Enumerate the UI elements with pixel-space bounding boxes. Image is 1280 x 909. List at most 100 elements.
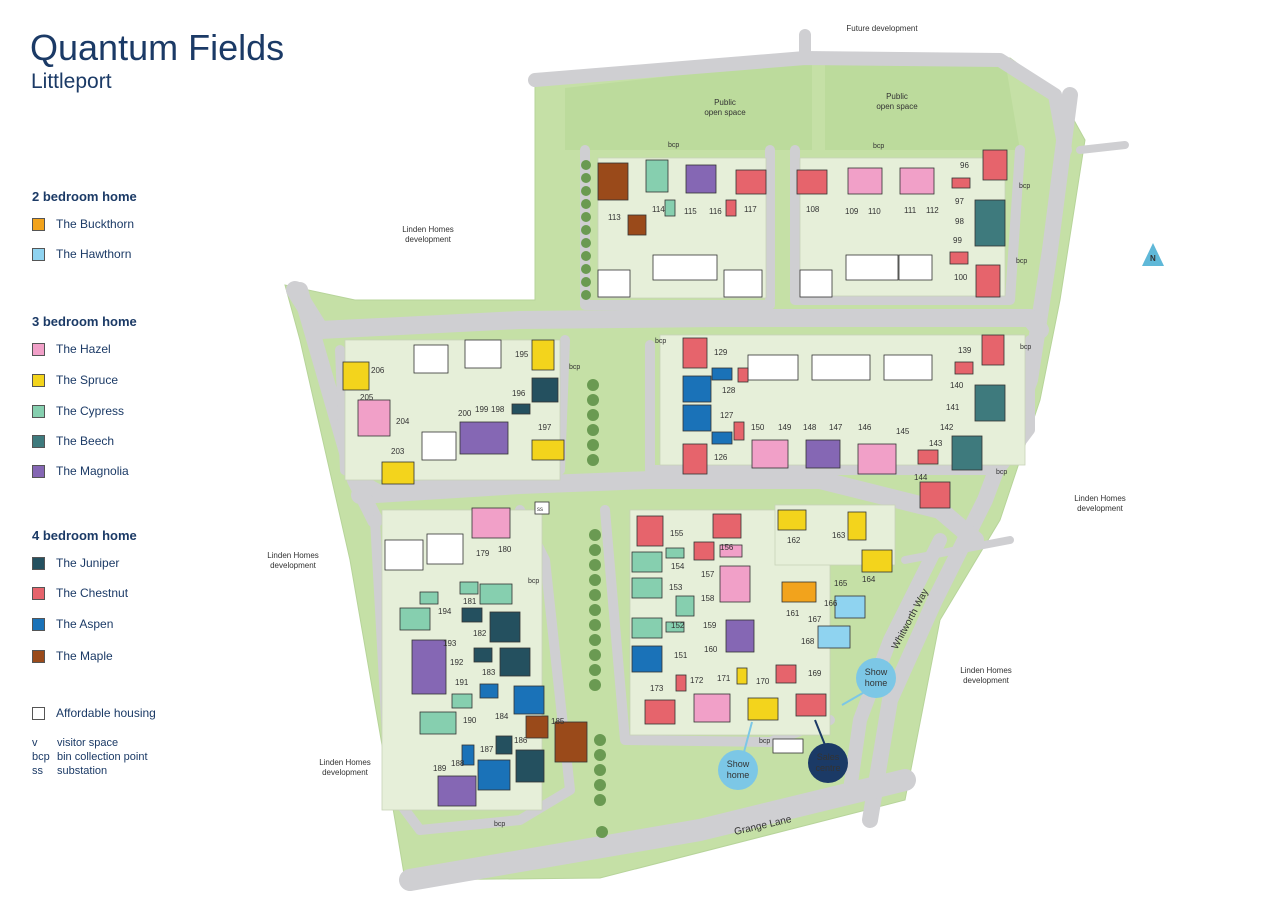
legend-label: The Hazel bbox=[56, 342, 111, 356]
callout-show-home-2[interactable]: Show home bbox=[718, 721, 758, 790]
public-open-space-b bbox=[825, 60, 1020, 150]
plot-150 bbox=[751, 439, 789, 469]
plot-114b bbox=[664, 199, 676, 217]
sales-parking bbox=[772, 738, 804, 754]
plot-203 bbox=[381, 461, 415, 485]
plot-192 bbox=[411, 639, 447, 695]
plot-171 bbox=[693, 693, 731, 723]
svg-text:192: 192 bbox=[450, 658, 464, 667]
hawthorn-swatch bbox=[32, 247, 45, 261]
svg-text:115: 115 bbox=[684, 207, 697, 216]
plot-206 bbox=[342, 361, 370, 391]
legend-heading-2-bed: 2 bedroom home bbox=[32, 189, 137, 204]
svg-text:170: 170 bbox=[756, 677, 770, 686]
plot-127b bbox=[711, 431, 733, 445]
legend-label: The Spruce bbox=[56, 373, 119, 387]
svg-text:204: 204 bbox=[396, 417, 410, 426]
plot-111 bbox=[899, 167, 935, 195]
svg-text:196: 196 bbox=[512, 389, 526, 398]
legend-item-aspen: The Aspen bbox=[32, 616, 113, 632]
plot-186b bbox=[515, 749, 545, 783]
plot-109 bbox=[847, 167, 883, 195]
svg-text:bcp: bcp bbox=[1019, 183, 1030, 190]
svg-text:127: 127 bbox=[720, 411, 734, 420]
svg-text:155: 155 bbox=[670, 529, 684, 538]
legend-label: The Hawthorn bbox=[56, 247, 132, 261]
svg-text:200: 200 bbox=[458, 409, 472, 418]
svg-text:187: 187 bbox=[480, 745, 494, 754]
svg-text:110: 110 bbox=[868, 207, 881, 216]
legend-label: The Cypress bbox=[56, 404, 125, 418]
callout-show-home-1[interactable]: Show home bbox=[841, 658, 896, 706]
plot-97 bbox=[974, 199, 1006, 247]
svg-text:128: 128 bbox=[722, 386, 736, 395]
house-plots bbox=[342, 149, 1008, 807]
svg-text:Show: Show bbox=[865, 667, 888, 677]
legend-item-buckthorn: The Buckthorn bbox=[32, 216, 134, 232]
svg-text:151: 151 bbox=[674, 651, 688, 660]
svg-text:167: 167 bbox=[808, 615, 822, 624]
plot-197 bbox=[531, 439, 565, 461]
svg-text:171: 171 bbox=[717, 674, 731, 683]
plot-100 bbox=[975, 264, 1001, 298]
label-linden-1: Linden Homes bbox=[402, 225, 454, 234]
callout-sales-centre[interactable]: Sales centre bbox=[808, 719, 848, 783]
plot-180 bbox=[479, 583, 513, 605]
svg-text:193: 193 bbox=[443, 639, 457, 648]
legend-item-hazel: The Hazel bbox=[32, 341, 111, 357]
plot-162 bbox=[777, 509, 807, 531]
legend-label: Affordable housing bbox=[56, 706, 156, 720]
chestnut-swatch bbox=[32, 586, 45, 600]
plot-127 bbox=[682, 404, 712, 432]
area-labels: Future development Public open space Pub… bbox=[267, 24, 1126, 777]
juniper-swatch bbox=[32, 556, 45, 570]
road-side-link bbox=[1076, 141, 1129, 154]
plot-141 bbox=[974, 384, 1006, 422]
tree-belts bbox=[581, 160, 608, 838]
plot-152b bbox=[665, 621, 685, 633]
plot-184 bbox=[513, 685, 545, 715]
svg-text:home: home bbox=[865, 678, 888, 688]
plot-194 bbox=[419, 591, 439, 605]
svg-text:bcp: bcp bbox=[528, 578, 539, 585]
label-linden-5: Linden Homes bbox=[319, 758, 371, 767]
bcp-labels: bcp bcp bcp bcp bcp bcp bcp bcp bcp bcp … bbox=[494, 142, 1031, 828]
svg-text:bcp: bcp bbox=[655, 338, 666, 345]
svg-text:open space: open space bbox=[876, 102, 918, 111]
label-future-development: Future development bbox=[846, 24, 918, 33]
svg-text:164: 164 bbox=[862, 575, 876, 584]
plot-173b bbox=[675, 674, 687, 692]
svg-text:112: 112 bbox=[926, 206, 939, 215]
legend-label: The Juniper bbox=[56, 556, 120, 570]
plot-140 bbox=[954, 361, 974, 375]
legend-label: The Beech bbox=[56, 434, 115, 448]
svg-text:197: 197 bbox=[538, 423, 552, 432]
beech-swatch bbox=[32, 434, 45, 448]
plot-181 bbox=[459, 581, 479, 595]
svg-text:149: 149 bbox=[778, 423, 792, 432]
road-north-east-block bbox=[790, 145, 1025, 305]
plot-99 bbox=[949, 251, 969, 265]
svg-text:172: 172 bbox=[690, 676, 704, 685]
svg-text:194: 194 bbox=[438, 607, 452, 616]
legend-heading-3-bed: 3 bedroom home bbox=[32, 314, 137, 329]
road-centre-east bbox=[645, 335, 1035, 475]
plot-183b bbox=[473, 647, 493, 663]
magnolia-swatch bbox=[32, 464, 45, 478]
hazel-swatch bbox=[32, 342, 45, 356]
affordable-swatch bbox=[32, 706, 45, 720]
svg-text:126: 126 bbox=[714, 453, 728, 462]
plot-108 bbox=[796, 169, 828, 195]
svg-text:203: 203 bbox=[391, 447, 405, 456]
svg-text:156: 156 bbox=[720, 543, 734, 552]
plot-198 bbox=[459, 421, 509, 455]
svg-text:109: 109 bbox=[845, 207, 859, 216]
road-east-spur bbox=[901, 536, 1014, 564]
road-grange bbox=[399, 769, 916, 891]
plot-166 bbox=[834, 595, 866, 619]
svg-text:116: 116 bbox=[709, 207, 722, 216]
svg-text:148: 148 bbox=[803, 423, 817, 432]
svg-text:183: 183 bbox=[482, 668, 496, 677]
plot-154 bbox=[631, 551, 663, 573]
